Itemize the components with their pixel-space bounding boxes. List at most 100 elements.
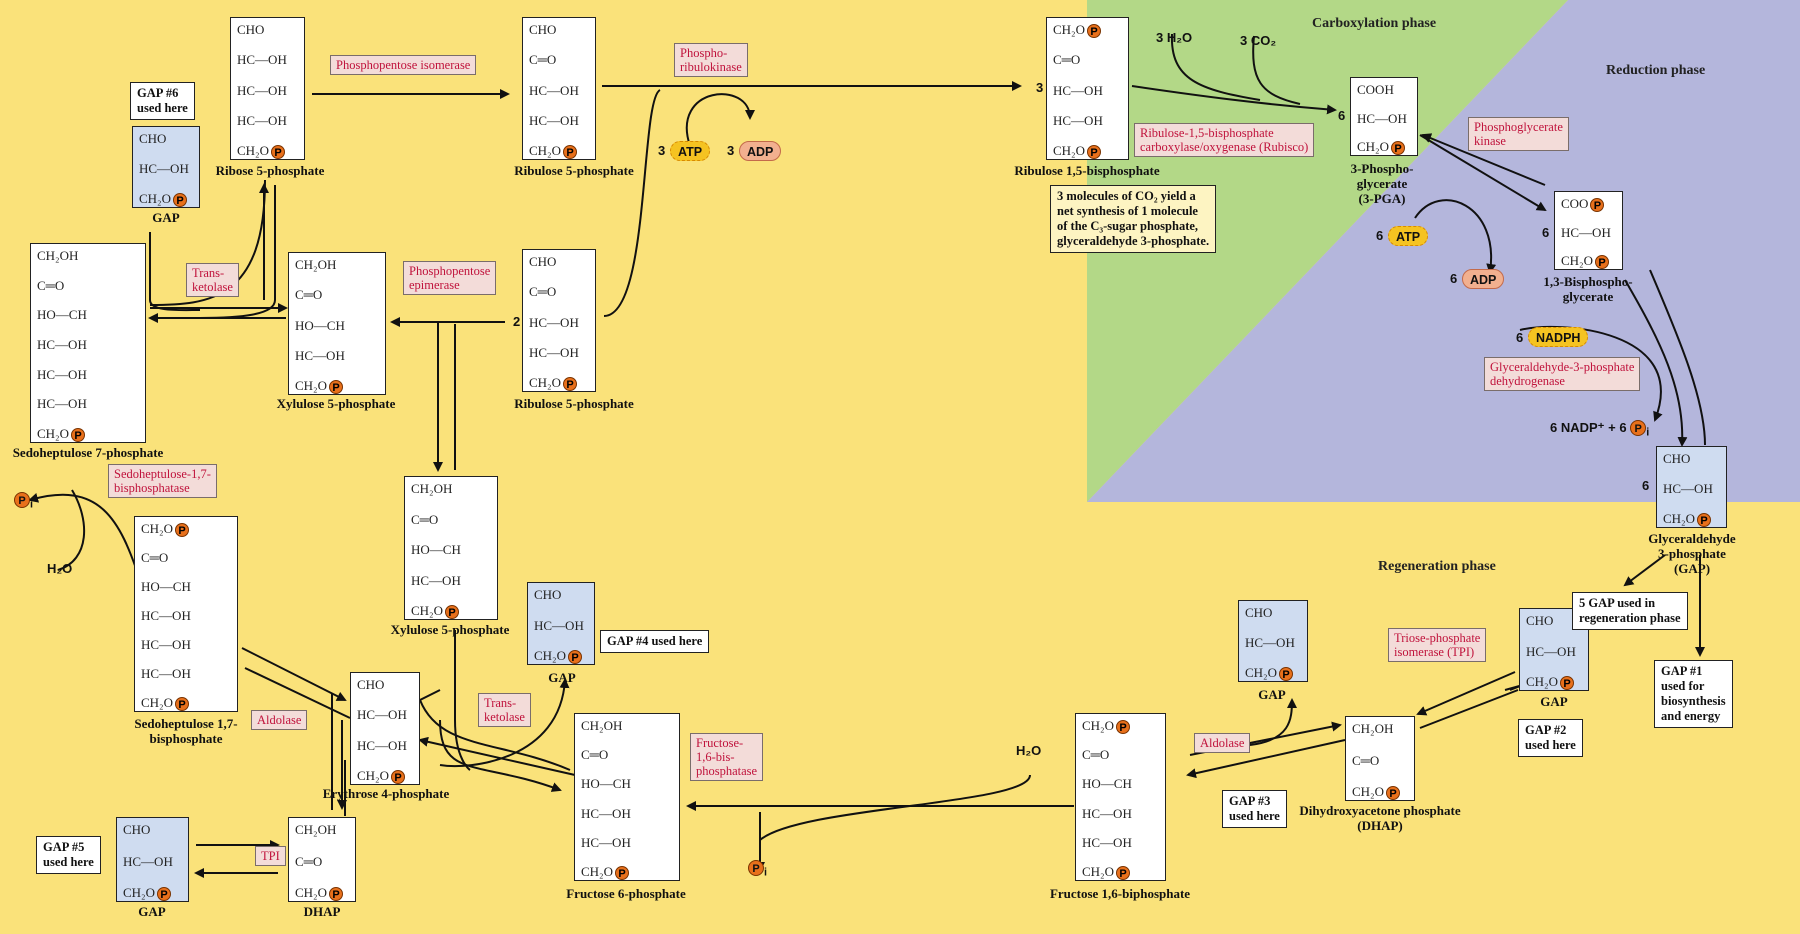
structure-text: HC—OH <box>1082 805 1132 821</box>
structure-text: HC—OH <box>1053 82 1103 98</box>
structure-text: CH₂O <box>1245 665 1277 680</box>
structure-line: HC—OH <box>1082 805 1161 821</box>
structure-text: C═O <box>295 853 323 869</box>
structure-line: CHO <box>529 255 591 269</box>
structure-line: C═O <box>295 288 381 302</box>
coef-bpg: 6 <box>1542 225 1550 240</box>
structure-text: CH₂O <box>141 521 173 536</box>
structure-text: CH₂O <box>529 143 561 158</box>
structure-line: HC—OH <box>237 83 300 98</box>
structure-text: HC—OH <box>123 853 173 869</box>
structure-line: HO—CH <box>295 318 381 333</box>
molecule-name: DHAP <box>303 904 341 919</box>
molecule-name: Erythrose 4-phosphate <box>322 786 450 801</box>
structure-line: HO—CH <box>581 777 675 791</box>
structure-line: HC—OH <box>581 835 675 850</box>
enzyme-transketolase-a: Trans- ketolase <box>186 263 239 297</box>
structure-text: HC—OH <box>141 637 191 652</box>
phosphate-icon: P <box>174 697 189 712</box>
enzyme-sedoheptulose-bisphosphatase: Sedoheptulose-1,7- bisphosphatase <box>108 464 217 498</box>
phosphate-icon: P <box>562 377 577 392</box>
adp-top: ADP <box>739 141 782 161</box>
structure-text: COOH <box>1357 82 1394 97</box>
molecule-name: GAP <box>1258 687 1286 702</box>
structure-line: CH₂OH <box>1352 722 1410 736</box>
structure-text: CH₂OH <box>581 718 623 733</box>
structure-text: CH₂O <box>529 375 561 390</box>
molecule-name: Fructose 1,6-biphosphate <box>1049 886 1191 901</box>
molecule-name: Fructose 6-phosphate <box>566 886 686 901</box>
enzyme-gapdh: Glyceraldehyde-3-phosphate dehydrogenase <box>1484 357 1641 391</box>
structure-line: HC—OH <box>141 667 233 681</box>
structure-line: HC—OH <box>1053 113 1124 128</box>
reaction-arrows <box>28 33 1706 878</box>
structure-text: HC—OH <box>529 112 579 128</box>
nadph: NADPH <box>1528 327 1589 347</box>
structure-line: CHO <box>1245 606 1303 620</box>
structure-line: CHO <box>534 588 590 602</box>
enzyme-phosphoglycerate-kinase: Phosphoglycerate kinase <box>1468 117 1569 151</box>
phase-carboxylation: Carboxylation phase <box>1312 16 1437 31</box>
structure-text: C═O <box>529 284 557 300</box>
structure-text: HC—OH <box>357 737 407 753</box>
structure-text: CH₂O <box>295 885 327 900</box>
phosphate-icon: P <box>614 866 629 881</box>
molecule-name: Xylulose 5-phosphate <box>390 622 510 637</box>
structure-line: CHO <box>357 678 415 692</box>
structure-line: C═O <box>529 53 591 67</box>
structure-text: CH₂O <box>1082 718 1114 733</box>
phosphate-icon: P <box>567 650 582 665</box>
phosphate-icon: P <box>1559 676 1574 691</box>
structure-line: HC—OH <box>1357 111 1413 126</box>
structure-text: HC—OH <box>529 344 579 360</box>
coef-rubp: 3 <box>1036 80 1044 95</box>
structure-text: C═O <box>1352 752 1380 768</box>
structure-line: CH₂OH <box>295 258 381 272</box>
molecule-name: Dihydroxyacetone phosphate (DHAP) <box>1299 803 1461 833</box>
structure-text: CH₂OH <box>295 257 337 272</box>
structure-text: HC—OH <box>37 366 87 382</box>
structure-text: CH₂O <box>357 768 389 783</box>
phosphate-icon: P <box>748 860 764 876</box>
molecule-name: Ribulose 5-phosphate <box>514 396 634 411</box>
enzyme-phosphopentose-epimerase: Phosphopentose epimerase <box>403 261 497 295</box>
structure-line: HC—OH <box>529 315 591 330</box>
structure-text: COO <box>1561 196 1589 211</box>
structure-line: HC—OH <box>139 162 195 176</box>
structure-text: CHO <box>237 22 265 37</box>
structure-text: C═O <box>581 747 609 763</box>
structure-line: C═O <box>1082 748 1161 762</box>
note-five-gap: 5 GAP used in regeneration phase <box>1572 592 1688 630</box>
phosphate-icon: P <box>156 887 171 902</box>
structure-line: CH₂OH <box>411 482 493 496</box>
structure-text: CH₂O <box>1053 143 1085 158</box>
phosphate-icon: P <box>444 605 459 620</box>
note-gap6: GAP #6 used here <box>130 82 195 120</box>
enzyme-tpi-bottom: TPI <box>255 846 286 866</box>
structure-line: HO—CH <box>411 543 493 557</box>
note-co2-yield: 3 molecules of CO₂ yield a net synthesis… <box>1050 185 1217 253</box>
structure-line: HC—OH <box>581 806 675 821</box>
note-gap4: GAP #4 used here <box>600 630 710 653</box>
phosphate-icon: P <box>1630 420 1647 436</box>
structure-text: HC—OH <box>141 608 191 623</box>
enzyme-tpi-right: Triose-phosphate isomerase (TPI) <box>1388 628 1487 662</box>
structure-text: HC—OH <box>139 161 189 176</box>
structure-text: HO—CH <box>37 307 87 323</box>
structure-text: HC—OH <box>1082 834 1132 850</box>
